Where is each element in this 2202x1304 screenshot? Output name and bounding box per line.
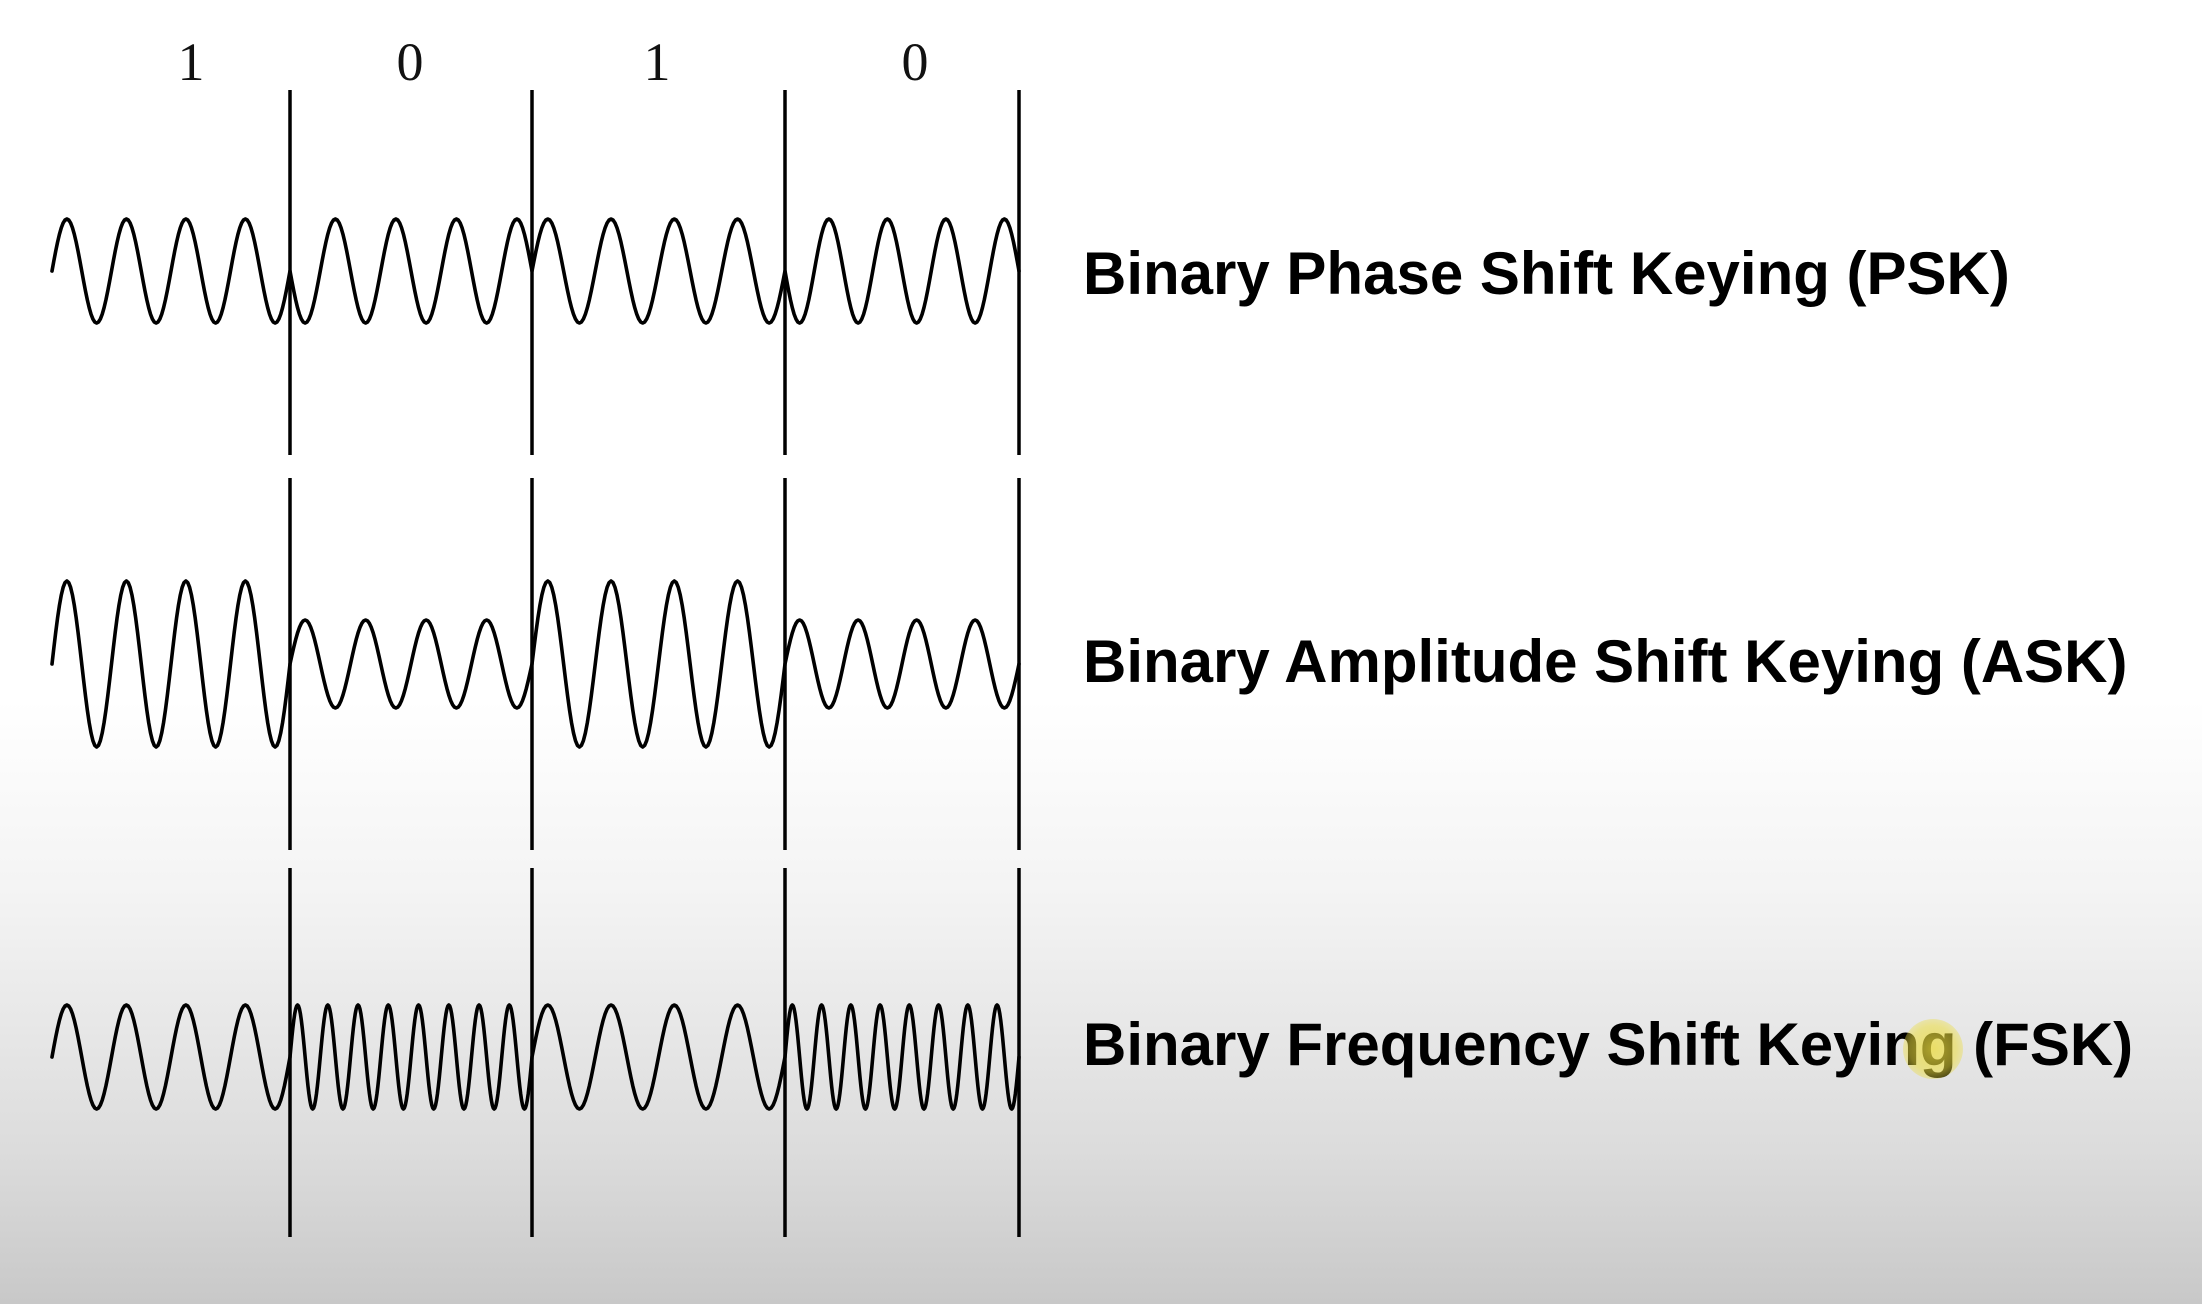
cursor-highlight-icon — [1903, 1019, 1963, 1079]
psk-label: Binary Phase Shift Keying (PSK) — [1083, 240, 2010, 307]
ask-label: Binary Amplitude Shift Keying (ASK) — [1083, 628, 2128, 695]
psk-waveform — [50, 217, 1021, 325]
bit-label-0: 1 — [178, 32, 205, 92]
waveforms — [50, 217, 1021, 1111]
bit-label-1: 0 — [397, 32, 424, 92]
fsk-label: Binary Frequency Shift Keying (FSK) — [1083, 1011, 2134, 1078]
bit-label-2: 1 — [644, 32, 671, 92]
bit-label-3: 0 — [902, 32, 929, 92]
bit-boundaries — [288, 90, 1021, 1237]
fsk-waveform — [50, 1003, 1021, 1111]
bit-labels: 1 0 1 0 — [178, 32, 929, 92]
ask-waveform — [50, 579, 1021, 749]
